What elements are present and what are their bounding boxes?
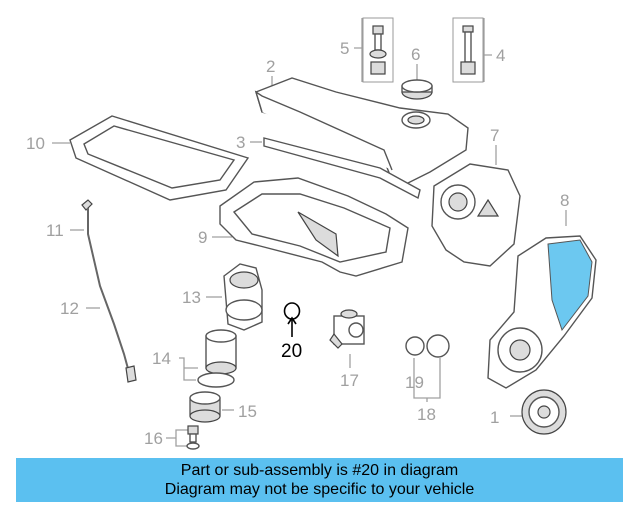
oil-filter-housing [223, 263, 263, 331]
highlighted-part-20 [283, 302, 301, 337]
callout-5: 5 [340, 39, 349, 58]
oil-filter [197, 329, 237, 388]
oil-filler-cap [401, 79, 433, 100]
crankshaft-pulley [521, 389, 567, 435]
callout-18: 18 [417, 405, 436, 424]
callout-12: 12 [60, 299, 79, 318]
leader-lines [52, 18, 567, 447]
callout-labels: 1 2 3 4 5 6 7 8 9 10 11 12 13 14 15 16 1… [26, 39, 569, 448]
dipstick [81, 199, 137, 383]
valve-cover [254, 77, 469, 187]
oil-pan [219, 177, 409, 277]
callout-14: 14 [152, 349, 171, 368]
oil-pan-gasket [69, 115, 250, 201]
callout-13: 13 [182, 288, 201, 307]
seal-set [405, 334, 450, 358]
filter-cap [189, 391, 221, 423]
callout-3: 3 [236, 133, 245, 152]
front-timing-cover [487, 235, 597, 389]
callout-4: 4 [496, 46, 505, 65]
callout-6: 6 [411, 45, 420, 64]
callout-11: 11 [46, 221, 64, 240]
info-banner: Part or sub-assembly is #20 in diagram D… [16, 458, 623, 502]
banner-line-2: Diagram may not be specific to your vehi… [164, 481, 475, 498]
callout-15: 15 [238, 402, 257, 421]
callout-17: 17 [340, 371, 359, 390]
callout-7: 7 [490, 126, 499, 145]
oil-pump [329, 309, 365, 349]
banner-line-1: Part or sub-assembly is #20 in diagram [180, 462, 459, 479]
callout-16: 16 [144, 429, 163, 448]
callout-10: 10 [26, 134, 45, 153]
callout-9: 9 [198, 228, 207, 247]
valve-cover-gasket [263, 137, 421, 200]
callout-8: 8 [560, 191, 569, 210]
grommet-kit [452, 17, 484, 83]
rear-timing-cover [431, 163, 521, 267]
callout-20: 20 [281, 341, 302, 362]
drain-plug [186, 425, 200, 450]
callout-19: 19 [405, 373, 424, 392]
callout-2: 2 [266, 57, 275, 76]
bolt-kit [362, 17, 394, 83]
callout-1: 1 [490, 408, 499, 427]
